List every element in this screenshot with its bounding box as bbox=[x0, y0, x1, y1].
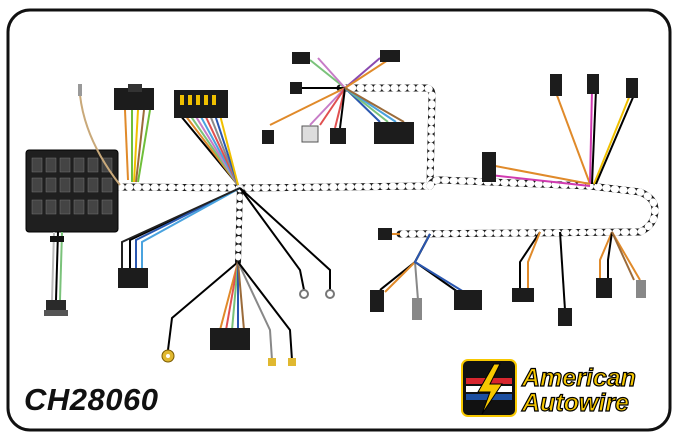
part-number: CH28060 bbox=[24, 382, 159, 417]
connector-icon bbox=[118, 268, 148, 288]
brand-logo bbox=[461, 359, 517, 417]
connector-icon bbox=[587, 74, 599, 94]
multi-wire-connector bbox=[179, 114, 239, 186]
connector-icon bbox=[301, 125, 319, 143]
connector-icon bbox=[454, 290, 482, 310]
connector-icon bbox=[128, 84, 142, 92]
connector-icon bbox=[290, 82, 302, 94]
connector-icon bbox=[380, 50, 400, 62]
connector-icon bbox=[262, 130, 274, 144]
connector-icon bbox=[412, 298, 422, 320]
top-branch-wires bbox=[269, 57, 405, 129]
brand-name-line-2: Autowire bbox=[521, 389, 629, 417]
connector-icon bbox=[482, 152, 496, 182]
connector-icon bbox=[512, 288, 534, 302]
frame bbox=[6, 8, 672, 432]
center-down-wires bbox=[167, 187, 331, 361]
connector-icon bbox=[114, 88, 154, 110]
main-harness-trunk bbox=[116, 84, 659, 265]
lower-left-branch bbox=[121, 187, 241, 270]
connector-icon bbox=[292, 52, 310, 64]
right-top-branch bbox=[489, 89, 635, 187]
connector-icon bbox=[330, 128, 346, 144]
fuse-box-pigtail bbox=[50, 231, 64, 301]
connector-icon bbox=[44, 300, 68, 316]
lightning-bolt-icon bbox=[477, 363, 503, 415]
connector-icon bbox=[558, 308, 572, 326]
connector-icon bbox=[374, 122, 414, 144]
connector-icon bbox=[370, 290, 384, 312]
ring-terminal-icon bbox=[161, 289, 335, 366]
connector-icon bbox=[596, 278, 612, 298]
brand-name-line-1: American bbox=[521, 364, 636, 392]
dash-connector-group bbox=[79, 94, 151, 186]
connector-icon bbox=[378, 228, 392, 240]
connector-icon bbox=[550, 74, 562, 96]
fuse-box-icon bbox=[25, 149, 119, 233]
connector-pins bbox=[180, 95, 216, 105]
right-lower-branch bbox=[379, 231, 641, 311]
connector-icon bbox=[210, 328, 250, 350]
connector-icon bbox=[636, 280, 646, 298]
connector-icon bbox=[626, 78, 638, 98]
